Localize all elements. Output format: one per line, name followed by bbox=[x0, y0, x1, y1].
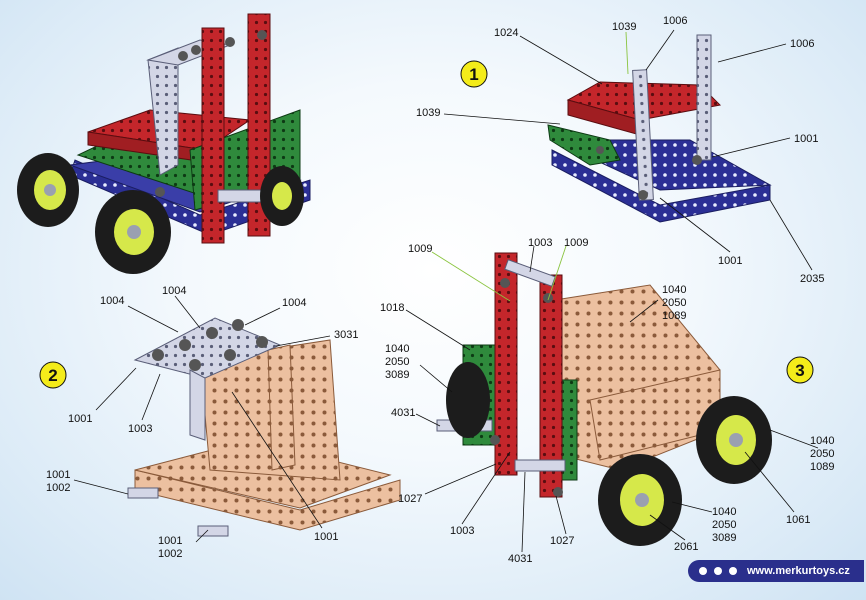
dot-icon bbox=[699, 567, 707, 575]
part-label: 3089 bbox=[385, 369, 409, 381]
website-banner: www.merkurtoys.cz bbox=[688, 560, 864, 582]
part-label: 4031 bbox=[391, 407, 415, 419]
part-label: 2050 bbox=[810, 448, 834, 460]
dot-icon bbox=[729, 567, 737, 575]
part-label: 2050 bbox=[662, 297, 686, 309]
step-1-panel bbox=[547, 34, 772, 223]
leader-lines bbox=[73, 29, 819, 553]
part-label: 1039 bbox=[612, 21, 636, 33]
part-label: 1009 bbox=[564, 237, 588, 249]
part-label: 1040 bbox=[385, 343, 409, 355]
part-label: 1003 bbox=[450, 525, 474, 537]
part-label: 1089 bbox=[810, 461, 834, 473]
part-label: 2035 bbox=[800, 273, 824, 285]
part-label: 1039 bbox=[416, 107, 440, 119]
part-label: 1061 bbox=[786, 514, 810, 526]
part-label: 3089 bbox=[712, 532, 736, 544]
part-label: 1004 bbox=[100, 295, 124, 307]
part-label: 1001 bbox=[158, 535, 182, 547]
part-label: 1003 bbox=[528, 237, 552, 249]
step-number-1: 1 bbox=[469, 65, 478, 84]
step-badge-1: 1 bbox=[460, 60, 488, 88]
website-link[interactable]: www.merkurtoys.cz bbox=[747, 565, 850, 577]
part-label: 1027 bbox=[398, 493, 422, 505]
part-label: 4031 bbox=[508, 553, 532, 565]
part-label: 1002 bbox=[158, 548, 182, 560]
part-label: 1001 bbox=[718, 255, 742, 267]
step-badge-2: 2 bbox=[39, 361, 67, 389]
part-label: 1001 bbox=[46, 469, 70, 481]
part-label: 3031 bbox=[334, 329, 358, 341]
step-3-panel bbox=[436, 252, 772, 546]
part-label: 1006 bbox=[663, 15, 687, 27]
part-label: 1089 bbox=[662, 310, 686, 322]
step-2-panel bbox=[127, 317, 401, 537]
part-label: 1027 bbox=[550, 535, 574, 547]
part-label: 1004 bbox=[162, 285, 186, 297]
part-label: 1024 bbox=[494, 27, 518, 39]
part-label: 1001 bbox=[314, 531, 338, 543]
part-label: 1018 bbox=[380, 302, 404, 314]
dot-icon bbox=[714, 567, 722, 575]
step-number-2: 2 bbox=[48, 366, 57, 385]
part-label: 2061 bbox=[674, 541, 698, 553]
part-label: 1006 bbox=[790, 38, 814, 50]
part-label: 1004 bbox=[282, 297, 306, 309]
part-label: 1040 bbox=[662, 284, 686, 296]
step-number-3: 3 bbox=[795, 361, 804, 380]
step-badge-3: 3 bbox=[786, 356, 814, 384]
part-label: 2050 bbox=[712, 519, 736, 531]
part-label: 1002 bbox=[46, 482, 70, 494]
part-label: 1001 bbox=[794, 133, 818, 145]
part-label: 2050 bbox=[385, 356, 409, 368]
part-label: 1009 bbox=[408, 243, 432, 255]
part-label: 1001 bbox=[68, 413, 92, 425]
part-label: 1003 bbox=[128, 423, 152, 435]
part-labels: 1024 1039 1006 1006 1039 1001 1001 2035 … bbox=[46, 15, 834, 565]
finished-model bbox=[17, 13, 311, 274]
part-label: 1040 bbox=[810, 435, 834, 447]
part-label: 1040 bbox=[712, 506, 736, 518]
